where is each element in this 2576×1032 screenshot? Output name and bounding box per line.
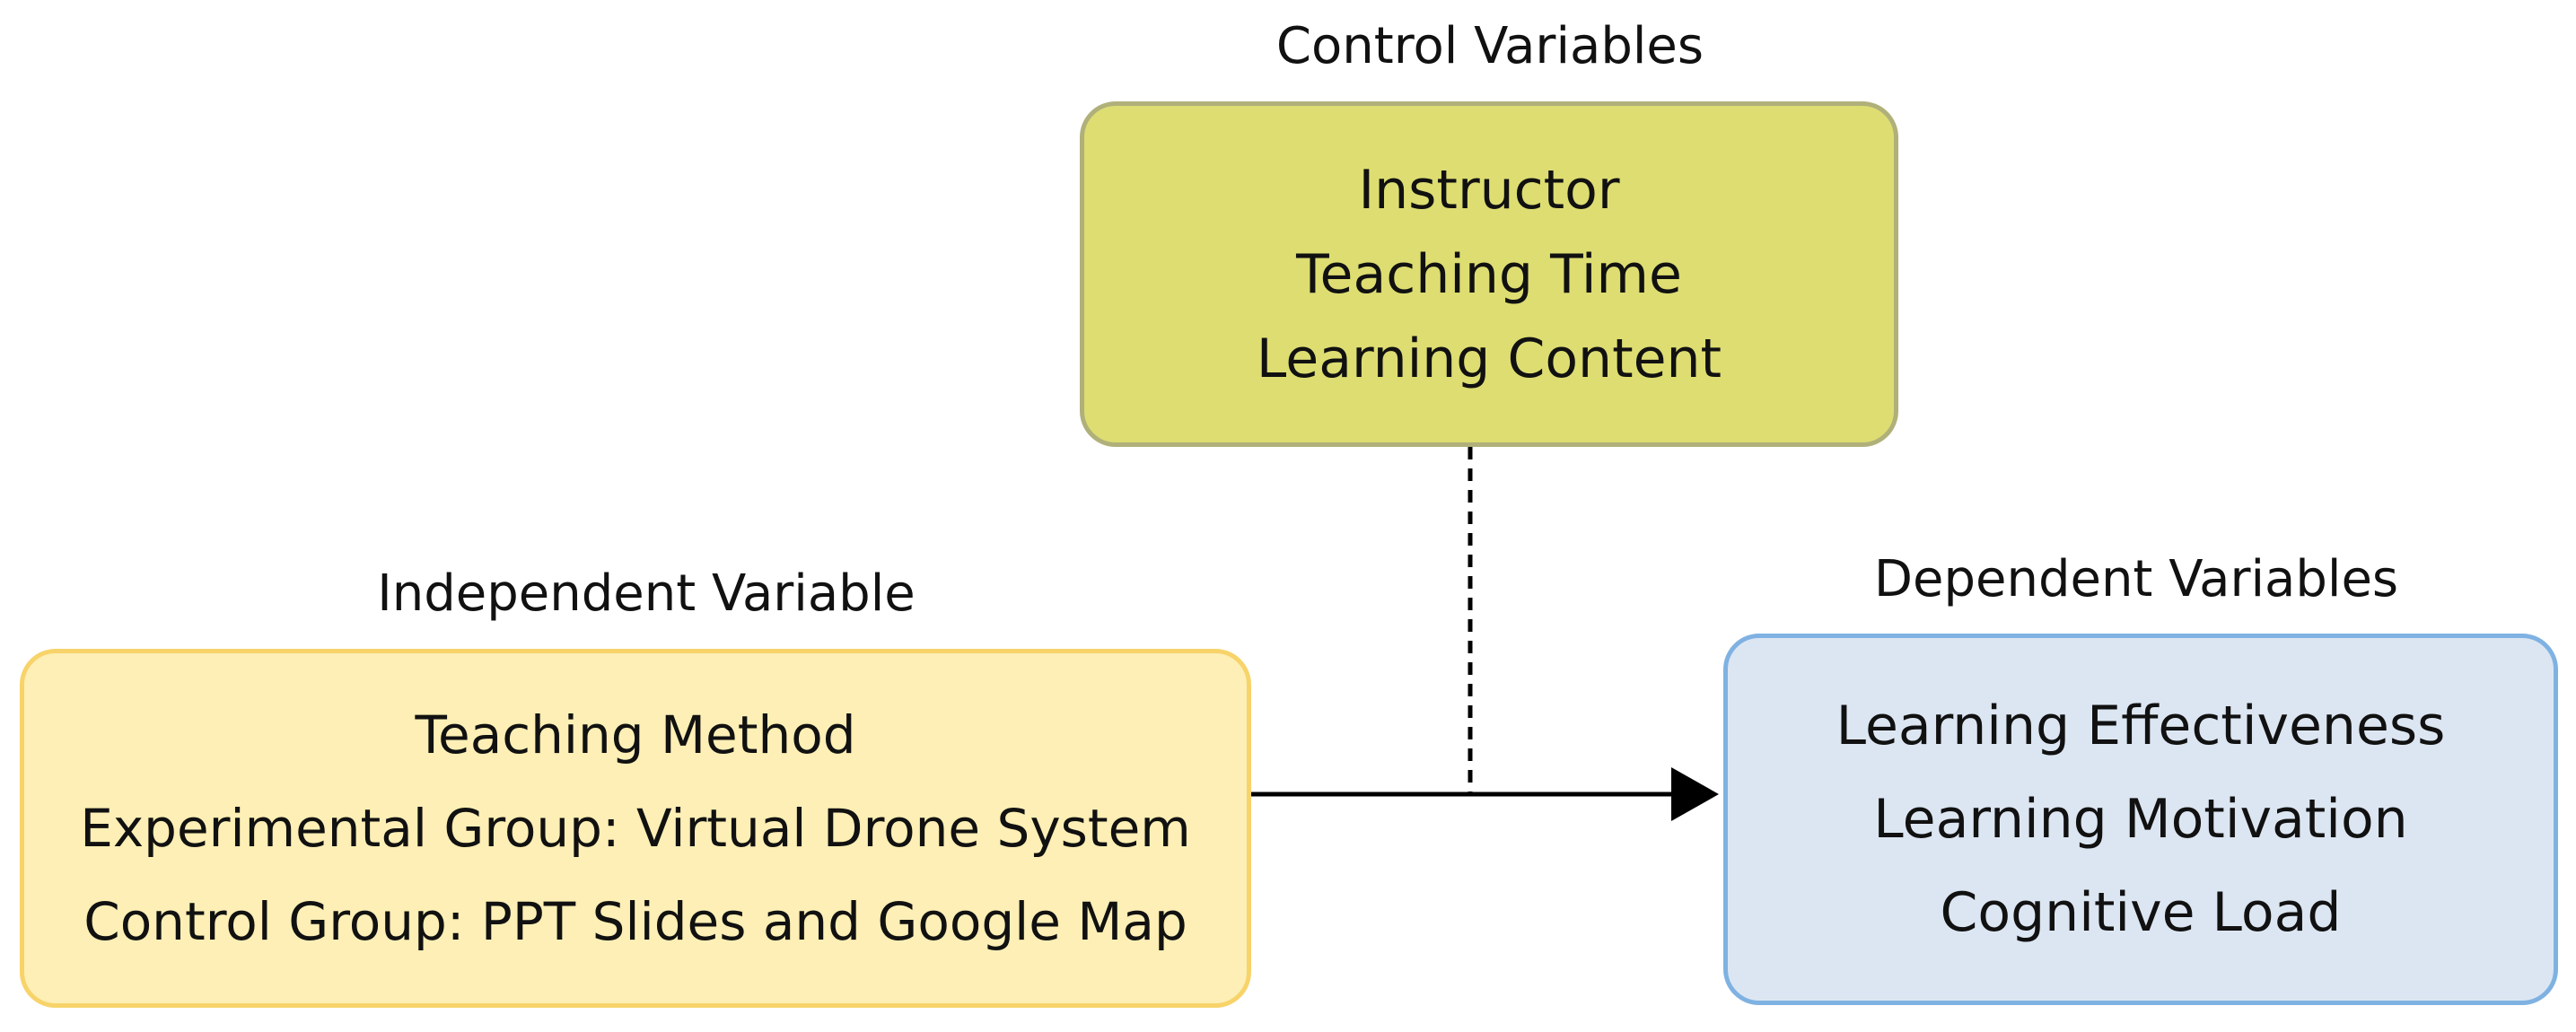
control-variables-heading: Control Variables <box>1275 17 1704 75</box>
dependent-variables-box: Learning Effectiveness Learning Motivati… <box>1723 634 2558 1005</box>
independent-item-control-group: Control Group: PPT Slides and Google Map <box>83 891 1187 952</box>
independent-item-experimental-group: Experimental Group: Virtual Drone System <box>80 798 1191 859</box>
independent-variable-box: Teaching Method Experimental Group: Virt… <box>20 649 1251 1008</box>
dependent-item-learning-effectiveness: Learning Effectiveness <box>1836 695 2446 757</box>
control-variables-box: Instructor Teaching Time Learning Conten… <box>1080 101 1898 447</box>
effect-arrow-head <box>1671 767 1719 821</box>
control-item-teaching-time: Teaching Time <box>1296 242 1682 306</box>
control-item-instructor: Instructor <box>1358 158 1620 222</box>
control-item-learning-content: Learning Content <box>1256 327 1722 390</box>
independent-variable-heading: Independent Variable <box>377 564 916 623</box>
independent-item-teaching-method: Teaching Method <box>415 704 856 765</box>
dependent-item-cognitive-load: Cognitive Load <box>1940 881 2342 944</box>
dependent-variables-heading: Dependent Variables <box>1873 550 2399 608</box>
dependent-item-learning-motivation: Learning Motivation <box>1873 788 2408 851</box>
